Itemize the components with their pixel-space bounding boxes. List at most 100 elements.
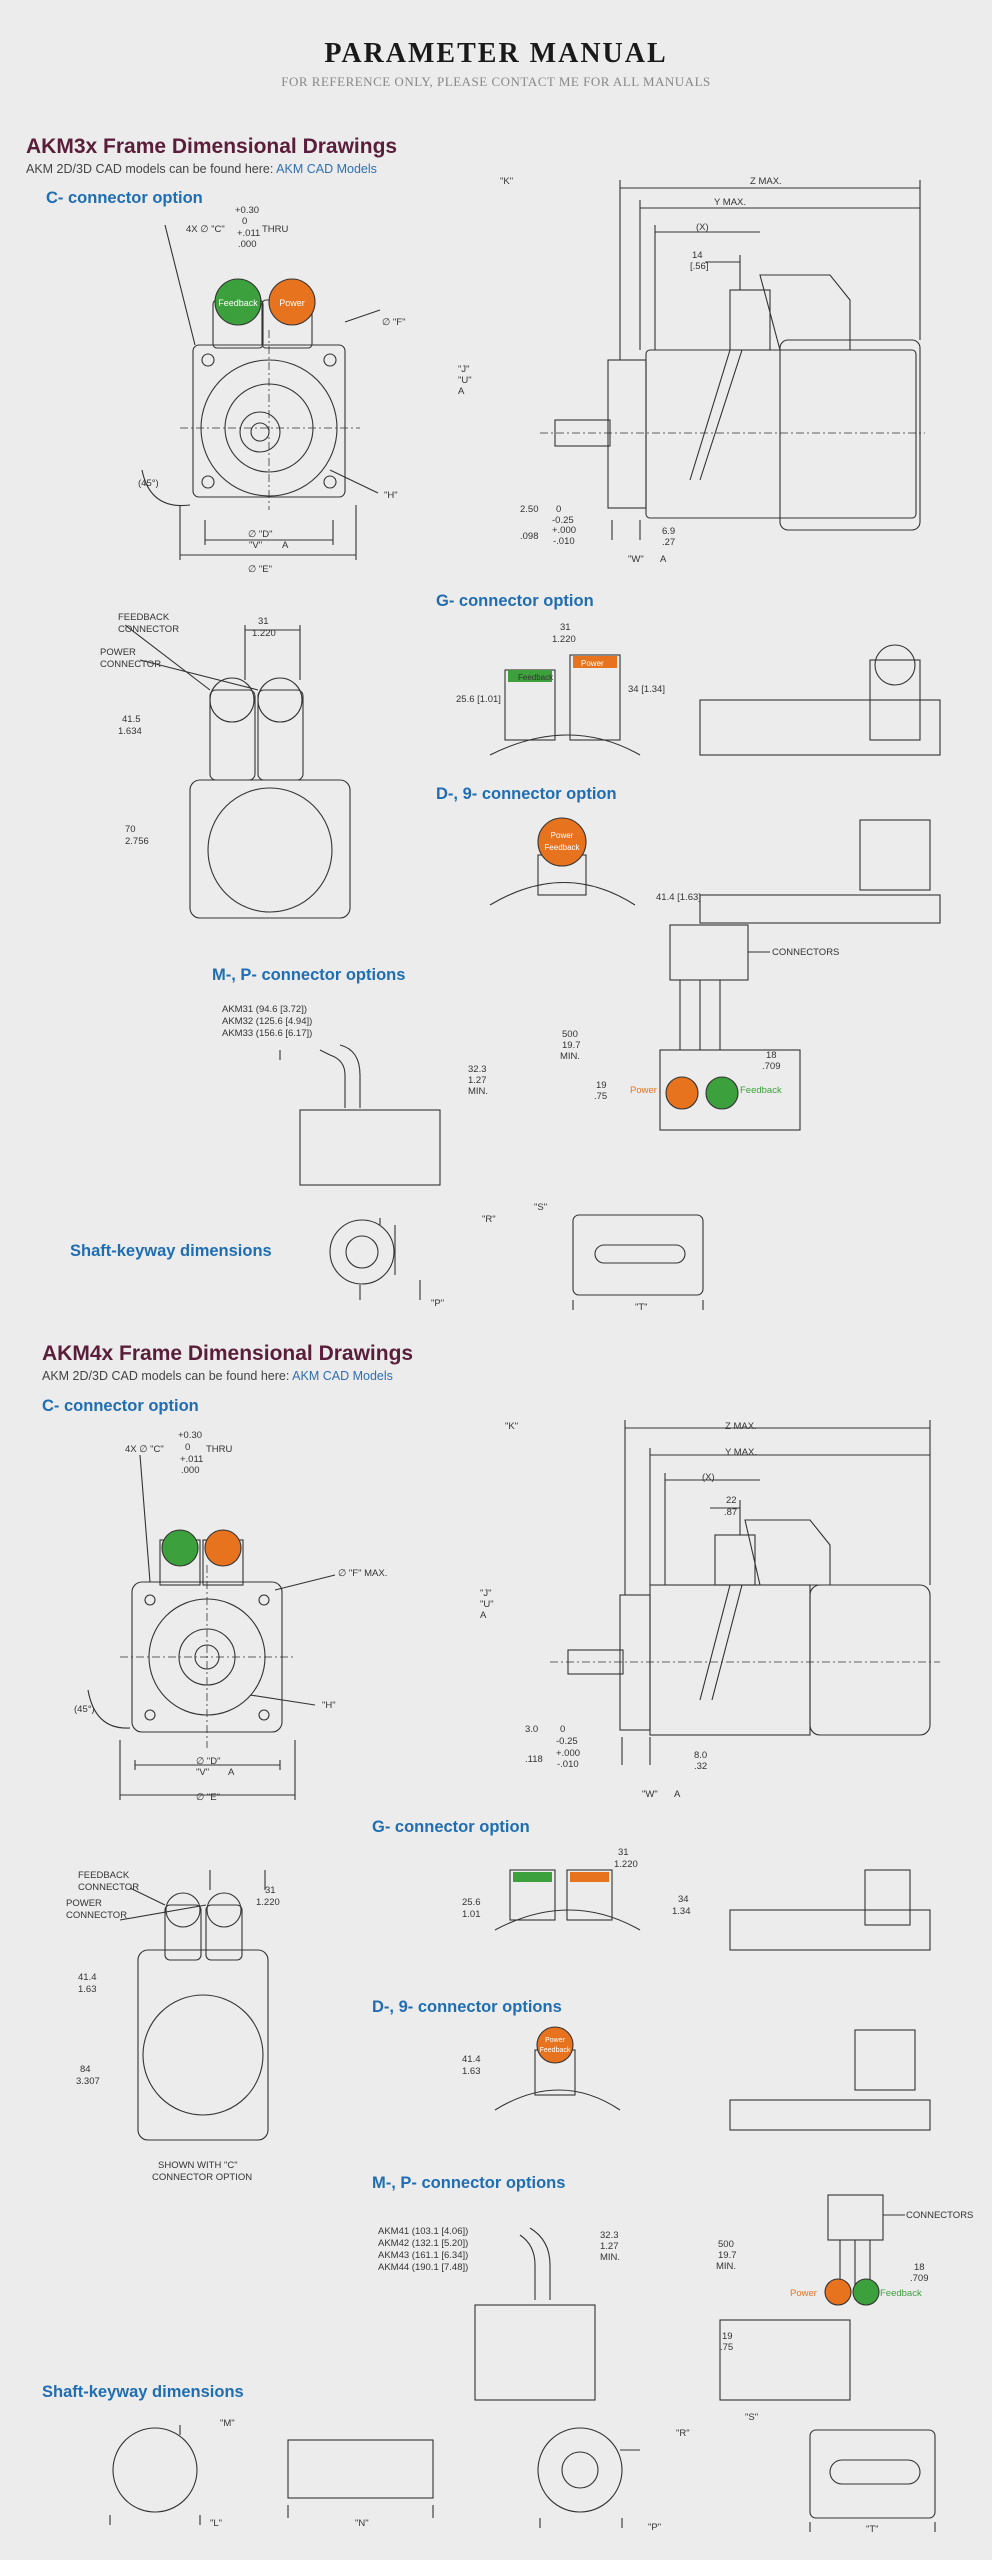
- svg-text:∅ "D": ∅ "D": [248, 529, 273, 540]
- svg-text:AKM32 (125.6 [4.94]): AKM32 (125.6 [4.94]): [222, 1016, 312, 1027]
- svg-text:∅ "D": ∅ "D": [196, 1756, 221, 1767]
- svg-text:.118: .118: [525, 1754, 543, 1765]
- svg-text:500: 500: [562, 1029, 578, 1040]
- svg-text:"L": "L": [210, 2518, 222, 2529]
- svg-text:19: 19: [596, 1080, 607, 1091]
- svg-text:-0.25: -0.25: [552, 515, 574, 526]
- svg-text:.75: .75: [594, 1091, 607, 1102]
- svg-text:1.27: 1.27: [468, 1075, 487, 1086]
- power-connector-icon: [665, 1076, 699, 1110]
- power-label: Power: [279, 298, 305, 308]
- akm4-m-option-heading: M-, P- connector options: [372, 2174, 566, 2192]
- svg-text:A: A: [282, 540, 289, 551]
- svg-text:1.34: 1.34: [672, 1906, 691, 1917]
- svg-text:(45°): (45°): [138, 478, 159, 489]
- svg-text:∅ "F": ∅ "F": [382, 317, 405, 328]
- svg-text:+.011: +.011: [237, 228, 260, 239]
- svg-text:41.4: 41.4: [78, 1972, 97, 1983]
- mounting-hole: [323, 353, 337, 367]
- svg-text:"J": "J": [480, 1588, 492, 1599]
- svg-text:1.220: 1.220: [256, 1897, 280, 1908]
- svg-text:Z MAX.: Z MAX.: [750, 176, 782, 187]
- akm3-c-option-heading: C- connector option: [46, 189, 203, 207]
- akm3-m-option-heading: M-, P- connector options: [212, 966, 406, 984]
- akm4-d-option-heading: D-, 9- connector options: [372, 1998, 562, 2016]
- feedback-connector-icon: [161, 1529, 199, 1567]
- svg-text:Y MAX.: Y MAX.: [725, 1447, 757, 1458]
- svg-text:"P": "P": [648, 2522, 661, 2533]
- akm3-cad-link[interactable]: AKM CAD Models: [276, 162, 377, 176]
- svg-text:POWER: POWER: [100, 647, 136, 658]
- svg-text:1.63: 1.63: [462, 2066, 481, 2077]
- svg-text:A: A: [674, 1789, 681, 1800]
- svg-text:25.6 [1.01]: 25.6 [1.01]: [456, 694, 501, 705]
- akm3-shaft-heading: Shaft-keyway dimensions: [70, 1242, 272, 1260]
- akm4-cad-link[interactable]: AKM CAD Models: [292, 1369, 393, 1383]
- svg-text:CONNECTORS: CONNECTORS: [772, 947, 839, 958]
- svg-text:8.0: 8.0: [694, 1750, 707, 1761]
- svg-text:19: 19: [722, 2331, 733, 2342]
- svg-text:"S": "S": [745, 2412, 758, 2423]
- svg-text:"V": "V": [249, 540, 262, 551]
- svg-text:"H": "H": [322, 1700, 336, 1711]
- svg-text:CONNECTOR OPTION: CONNECTOR OPTION: [152, 2172, 252, 2183]
- power-connector-icon: [570, 1872, 609, 1882]
- svg-text:70: 70: [125, 824, 136, 835]
- svg-text:CONNECTOR: CONNECTOR: [118, 624, 179, 635]
- svg-text:FEEDBACK: FEEDBACK: [118, 612, 170, 623]
- svg-text:CONNECTOR: CONNECTOR: [66, 1910, 127, 1921]
- svg-text:"S": "S": [534, 1202, 547, 1213]
- svg-text:A: A: [228, 1767, 235, 1778]
- svg-text:"U": "U": [480, 1599, 494, 1610]
- akm3-m-option: AKM31 (94.6 [3.72]) AKM32 (125.6 [4.94])…: [222, 924, 839, 1186]
- svg-text:∅ "E": ∅ "E": [248, 564, 272, 575]
- svg-text:.709: .709: [762, 1061, 781, 1072]
- akm4-side-view: "K" Z MAX. Y MAX. (X) 22 .87 "J" "U" A 3…: [480, 1420, 940, 1800]
- svg-text:19.7: 19.7: [562, 1040, 581, 1051]
- svg-text:-.010: -.010: [553, 536, 575, 547]
- svg-text:"H": "H": [384, 490, 398, 501]
- svg-text:32.3: 32.3: [468, 1064, 487, 1075]
- svg-text:POWER: POWER: [66, 1898, 102, 1909]
- svg-text:MIN.: MIN.: [716, 2261, 736, 2272]
- svg-text:Power: Power: [545, 2037, 566, 2044]
- svg-text:FEEDBACK: FEEDBACK: [78, 1870, 130, 1881]
- power-connector-icon: [268, 278, 316, 326]
- svg-text:"P": "P": [431, 1298, 444, 1309]
- svg-text:THRU: THRU: [206, 1444, 233, 1455]
- svg-text:41.4 [1.63]: 41.4 [1.63]: [656, 892, 701, 903]
- svg-text:18: 18: [766, 1050, 777, 1061]
- svg-text:1.634: 1.634: [118, 726, 142, 737]
- svg-text:1.01: 1.01: [462, 1909, 481, 1920]
- page-subtitle: FOR REFERENCE ONLY, PLEASE CONTACT ME FO…: [281, 74, 711, 89]
- feedback-label: Feedback: [218, 298, 258, 308]
- mounting-hole: [323, 475, 337, 489]
- mounting-hole: [201, 353, 215, 367]
- svg-text:31: 31: [265, 1885, 276, 1896]
- akm4-section-title: AKM4x Frame Dimensional Drawings: [42, 1342, 414, 1365]
- svg-text:"R": "R": [482, 1214, 496, 1225]
- akm3-shaft-keyway: "R" "S" "P" "T": [329, 1202, 704, 1313]
- svg-text:+.000: +.000: [552, 525, 576, 536]
- svg-text:MIN.: MIN.: [468, 1086, 488, 1097]
- svg-text:31: 31: [560, 622, 571, 633]
- feedback-connector-icon: [705, 1076, 739, 1110]
- page-title: PARAMETER MANUAL: [324, 38, 668, 69]
- svg-text:25.6: 25.6: [462, 1897, 481, 1908]
- svg-text:1.27: 1.27: [600, 2241, 619, 2252]
- svg-text:(45°): (45°): [74, 1704, 95, 1715]
- svg-text:Power: Power: [790, 2288, 817, 2299]
- svg-text:Power: Power: [630, 1085, 657, 1096]
- svg-text:"J": "J": [458, 364, 470, 375]
- svg-text:1.63: 1.63: [78, 1984, 97, 1995]
- feedback-connector-icon: [852, 2278, 880, 2306]
- akm4-front-view: 4X ∅ "C" +0.30 0 +.011 .000 THRU ∅ "F" M…: [74, 1430, 387, 1803]
- svg-text:(X): (X): [702, 1472, 715, 1483]
- akm4-g-option-heading: G- connector option: [372, 1818, 530, 1836]
- svg-text:"M": "M": [220, 2418, 235, 2429]
- svg-text:"W": "W": [628, 554, 644, 565]
- svg-text:AKM42 (132.1 [5.20]): AKM42 (132.1 [5.20]): [378, 2238, 468, 2249]
- svg-text:Y MAX.: Y MAX.: [714, 197, 746, 208]
- power-connector-icon: [573, 656, 617, 668]
